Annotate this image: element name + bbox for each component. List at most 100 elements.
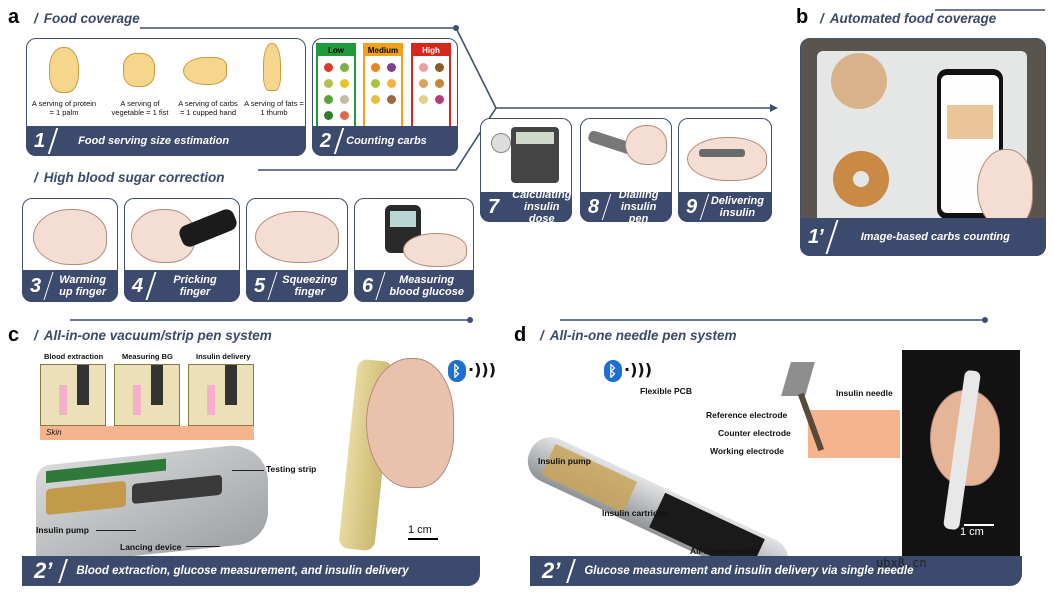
schematic-step-3 [188,364,254,426]
food-icon [387,63,396,72]
food-icon [387,95,396,104]
blood-extraction-label: Blood extraction [44,352,104,361]
step-8-label: Dialling insulin pen [618,189,659,225]
needle-pen-hand-photo: 1 cm [902,350,1020,556]
all-in-one-needle-label: All-in-one needle [690,546,759,556]
food-icon [419,79,428,88]
scale-bar [964,524,994,526]
slash-icon: / [34,170,38,185]
section-title-text: All-in-one needle pen system [549,328,737,343]
step-8-number: 8 [588,195,599,218]
leader-line [186,546,220,547]
working-electrode-label: Working electrode [710,446,784,456]
hand-illustration [255,211,339,263]
slash-icon: / [34,328,38,343]
wireless-signal-icon: ·))) [468,360,497,379]
step-7-tag: 7 Calculating insulin dose [480,189,572,225]
fats-serving-text: A serving of fats = 1 thumb [244,99,304,117]
step-4-tag: 4 Pricking finger [124,270,240,302]
smartphone-illustration [937,69,1003,219]
panel-c-caption-label: Blood extraction, glucose measurement, a… [76,565,409,577]
step-2-number: 2 [320,129,331,152]
palm-illustration [49,47,79,93]
food-icon [340,95,349,104]
schematic-part [225,365,237,405]
panel-d-caption-number: 2’ [542,558,561,583]
step-6-number: 6 [362,274,373,297]
lancing-device-component [132,474,222,505]
food-icon [340,79,349,88]
step-9-label: Delivering insulin [710,195,764,219]
insulin-pen-illustration [699,149,745,157]
food-icon [340,111,349,120]
watermark-text: ubx8.cn [876,556,927,570]
step-6-label: Measuring blood glucose [389,274,464,298]
schematic-part [77,365,89,405]
wireless-signal-icon: ·))) [624,360,653,379]
panel-d-caption-bar: 2’ Glucose measurement and insulin deliv… [530,556,1022,586]
step-1-number: 1 [34,129,45,152]
step-3-label: Warming up finger [59,274,107,298]
insulin-cartridge-label: Insulin cartridge [602,508,669,518]
counter-electrode-label: Counter electrode [718,428,791,438]
carb-level-low: Low [318,45,354,56]
hand-illustration [33,209,107,265]
food-icon [419,63,428,72]
carb-level-high: High [413,45,449,56]
food-detection-thumbnail [947,105,993,139]
calculator-illustration [511,127,559,183]
step-2-tag: 2 Counting carbs [312,126,458,156]
step-6-tag: 6 Measuring blood glucose [354,270,474,302]
section-title-text: High blood sugar correction [43,170,225,185]
step-2-label: Counting carbs [346,135,427,147]
donut-hole [853,171,869,187]
food-icon [340,63,349,72]
fist-illustration [123,53,155,87]
panel-d-caption-label: Glucose measurement and insulin delivery… [584,565,914,577]
skin-label: Skin [46,428,62,437]
thumb-illustration [263,43,281,91]
step-5-tag: 5 Squeezing finger [246,270,348,302]
hand-illustration [625,125,667,165]
panel-letter-b: b [796,6,809,28]
section-title-text: Automated food coverage [829,11,997,26]
bluetooth-icon [604,360,622,382]
insulin-pump-label: Insulin pump [538,456,591,466]
step-7-label: Calculating insulin dose [512,189,572,225]
tag-separator [58,559,69,583]
calculator-screen [516,132,554,144]
schematic-step-2 [114,364,180,426]
panel-letter-d: d [514,324,527,346]
hand-illustration [977,149,1033,229]
schematic-part [133,385,141,415]
measuring-bg-label: Measuring BG [122,352,173,361]
section-title-automated: / Automated food coverage [820,11,996,26]
food-icon [419,95,428,104]
flexible-pcb-label: Flexible PCB [640,386,692,396]
step-3-tag: 3 Warming up finger [22,270,118,302]
cupped-hand-illustration [183,57,227,85]
slash-icon: / [34,11,38,26]
person-figure-illustration [491,133,511,153]
bluetooth-icon [448,360,466,382]
section-title-strip-pen: /All-in-one vacuum/strip pen system [34,328,272,343]
scale-bar-label: 1 cm [960,526,984,538]
skin-inset [808,410,900,458]
circuit-board-component [46,458,166,484]
section-title-text: Food coverage [43,11,140,26]
strip-pen-hand-photo [326,352,472,556]
food-icon [324,63,333,72]
arm-illustration [687,137,767,181]
lancet-illustration [176,206,239,250]
section-title-high-blood-sugar: / High blood sugar correction [34,170,225,185]
insulin-delivery-label: Insulin delivery [196,352,251,361]
vegetable-serving-text: A serving of vegetable = 1 fist [111,99,169,117]
food-icon [435,63,444,72]
reference-electrode-label: Reference electrode [706,410,788,420]
lancing-device-label: Lancing device [120,542,182,552]
hand-illustration [366,358,454,488]
slash-icon: / [820,11,824,26]
step-4-label: Pricking finger [173,274,217,298]
step-1-label: Food serving size estimation [78,135,230,147]
leader-line [96,530,136,531]
